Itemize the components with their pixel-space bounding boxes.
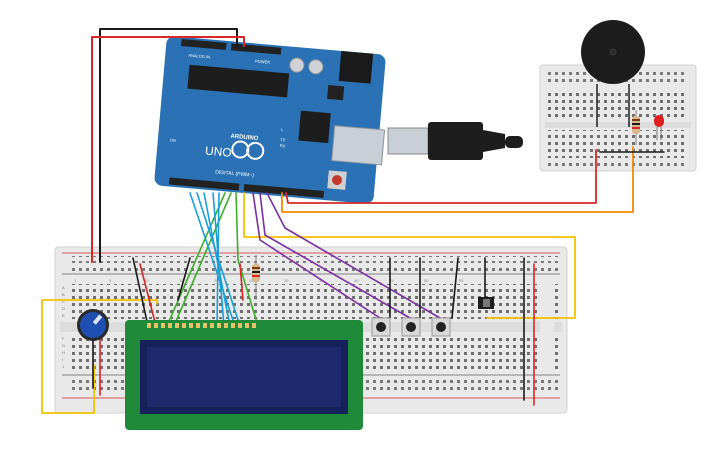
row-label: H: [62, 350, 65, 355]
row-label: G: [62, 343, 65, 348]
column-label: 10: [144, 278, 149, 283]
row-label: J: [62, 364, 64, 369]
lcd-pin: [203, 323, 207, 328]
lcd-pin: [147, 323, 151, 328]
wire-yellow-switch: [243, 192, 576, 319]
lcd-backlight-resistor: [252, 255, 260, 300]
lcd-pin: [175, 323, 179, 328]
lcd-pin: [238, 323, 242, 328]
column-label: 20: [214, 278, 219, 283]
row-label: I: [62, 357, 63, 362]
wire-blue-1: [189, 192, 236, 327]
column-label: 45: [389, 278, 394, 283]
bb-jumper-red-1: [139, 263, 157, 327]
lcd-pin: [224, 323, 228, 328]
red-led: [654, 115, 664, 140]
wire-purple-2: [259, 192, 411, 319]
wire-purple-1: [252, 192, 381, 319]
potentiometer: [77, 309, 109, 341]
tx-label: TX: [280, 137, 286, 142]
row-label: E: [62, 313, 65, 318]
wire-blue-5: [216, 192, 220, 327]
wire-yellow-pot: [41, 299, 158, 414]
led-resistor: [632, 110, 640, 145]
push-button-2: [401, 317, 421, 337]
wire-green-1: [173, 192, 232, 327]
lcd-pin: [189, 323, 193, 328]
power-label: POWER: [255, 58, 271, 64]
row-label: B: [62, 292, 65, 297]
bb-jumper-black-1: [132, 257, 149, 327]
row-label: A: [62, 285, 65, 290]
analog-in-label: ANALOG IN: [188, 53, 210, 60]
lcd-pin: [245, 323, 249, 328]
lcd-header-pins: [147, 323, 256, 328]
wire-blue-3: [203, 192, 231, 327]
row-label: C: [62, 299, 65, 304]
lcd-pin: [182, 323, 186, 328]
column-label: 40: [354, 278, 359, 283]
on-label: ON: [170, 137, 177, 143]
rx-label: RX: [280, 143, 286, 148]
wire-orange-led: [281, 146, 634, 213]
row-label: D: [62, 306, 65, 311]
wire-5v-red: [91, 36, 245, 263]
column-label: 5: [109, 278, 112, 283]
lcd-pin: [196, 323, 200, 328]
lcd-pin: [217, 323, 221, 328]
push-buttons: [371, 317, 451, 337]
push-button-1: [371, 317, 391, 337]
lcd-16x2: [125, 320, 363, 430]
wire-green-3: [235, 192, 259, 327]
l-label: L: [281, 127, 284, 132]
bb-jumper-black-2: [177, 257, 191, 301]
lcd-pin: [210, 323, 214, 328]
wire-red-buzzer: [285, 149, 597, 204]
column-label: 50: [424, 278, 429, 283]
wires: [41, 28, 665, 414]
usb-cable: [387, 122, 523, 160]
slide-switch: [478, 297, 494, 309]
digital-pins-label: DIGITAL (PWM~): [215, 169, 254, 178]
column-label: 25: [249, 278, 254, 283]
lcd-pin: [231, 323, 235, 328]
wire-purple-3: [266, 192, 441, 319]
bb-jumper-black-5: [451, 257, 459, 319]
lcd-pin: [161, 323, 165, 328]
lcd-pin: [252, 323, 256, 328]
column-label: 30: [284, 278, 289, 283]
column-label: 55: [459, 278, 464, 283]
piezo-buzzer: [581, 20, 645, 127]
push-button-3: [431, 317, 451, 337]
lcd-pin: [168, 323, 172, 328]
column-label: 1: [74, 278, 77, 283]
small-breadboard: [539, 64, 697, 172]
bb-jumper-red-2: [239, 263, 244, 301]
column-label: 15: [179, 278, 184, 283]
lcd-pin: [154, 323, 158, 328]
arduino-uno: UNO ARDUINO DIGITAL (PWM~) ANALOG IN POW…: [154, 36, 386, 204]
arduino-model-label: UNO: [204, 143, 232, 159]
row-label: F: [62, 336, 65, 341]
arduino-brand-label: ARDUINO: [230, 134, 259, 142]
